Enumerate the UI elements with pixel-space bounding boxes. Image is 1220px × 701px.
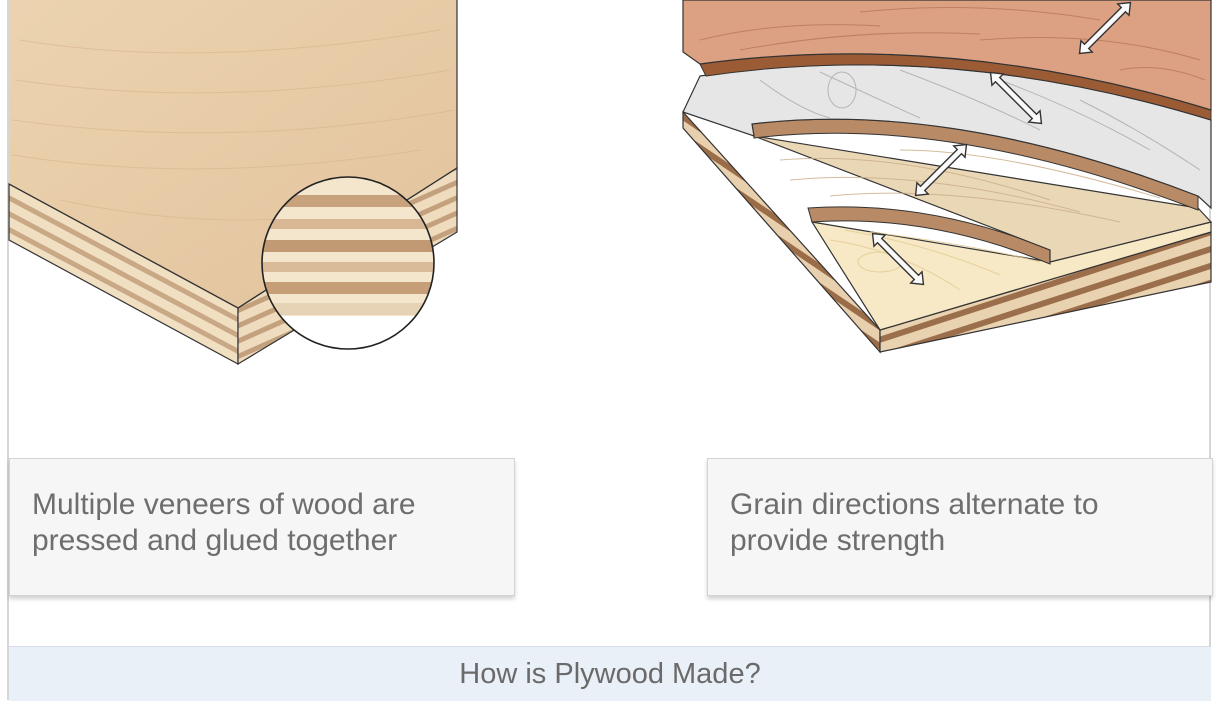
- grain-arrow-3: [914, 143, 968, 197]
- caption-grain-direction: Grain directions alternate to provide st…: [707, 458, 1213, 596]
- caption-veneers-text: Multiple veneers of wood are pressed and…: [32, 488, 416, 557]
- plywood-illustration: [8, 0, 1213, 366]
- plywood-layers-right: [682, 0, 1213, 354]
- grain-arrow-4: [871, 232, 925, 286]
- caption-veneers: Multiple veneers of wood are pressed and…: [9, 458, 515, 596]
- grain-arrows: [871, 1, 1132, 286]
- footer-title-bar: How is Plywood Made?: [9, 646, 1211, 701]
- caption-grain-direction-text: Grain directions alternate to provide st…: [730, 488, 1099, 557]
- grain-arrow-2: [989, 71, 1043, 125]
- grain-arrow-1: [1078, 1, 1132, 55]
- footer-title: How is Plywood Made?: [459, 657, 761, 690]
- veneer-layer-1: [682, 0, 1212, 111]
- figure-frame: [7, 0, 1211, 700]
